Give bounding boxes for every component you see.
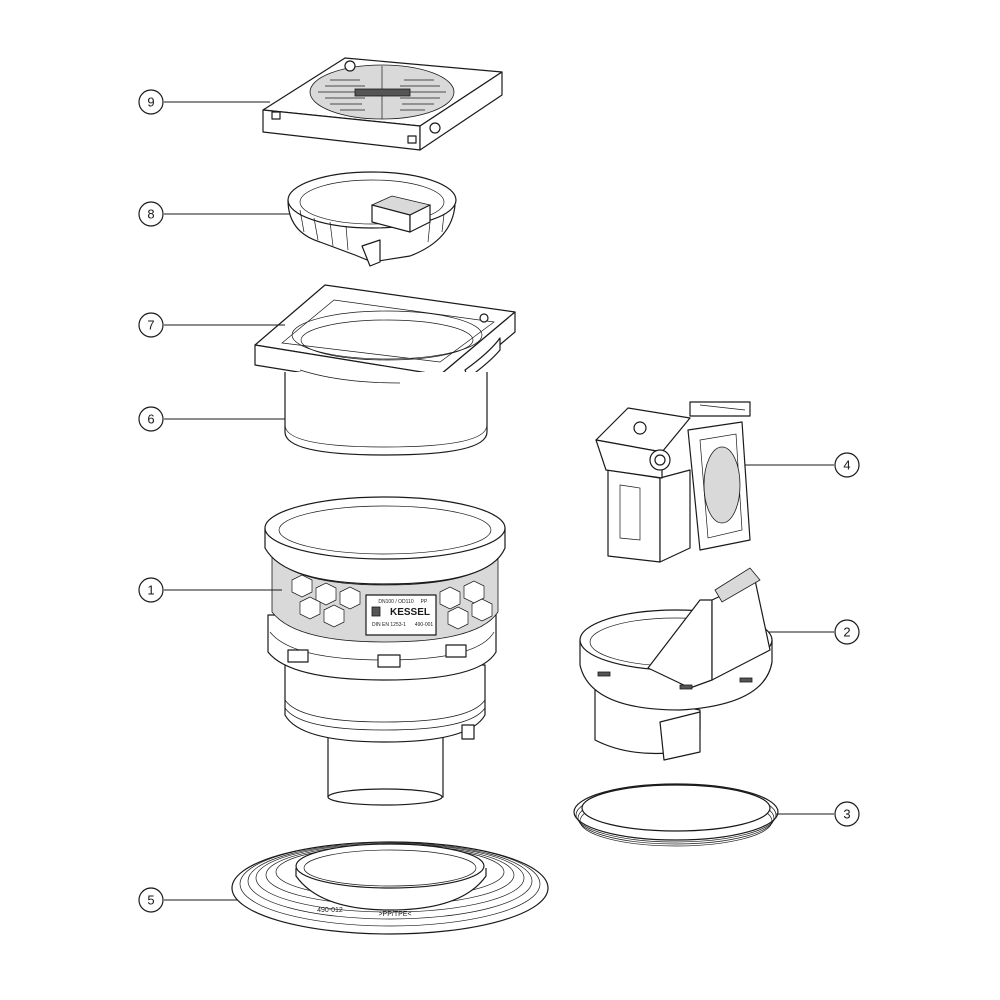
callout-9: 9	[138, 89, 164, 115]
callout-8-label: 8	[147, 207, 154, 222]
callout-4-label: 4	[843, 458, 850, 473]
body-code-marking: 490-001	[415, 622, 434, 628]
callout-7-label: 7	[147, 318, 154, 333]
part-3-sealing-ring	[573, 783, 779, 847]
callout-7: 7	[138, 312, 164, 338]
seal-material-marking: >PP/TPE<	[378, 911, 411, 918]
part-1-drain-body: DN100 / OD110 KESSEL PP DIN EN 1253-1 49…	[264, 496, 506, 806]
callout-6: 6	[138, 406, 164, 432]
part-8-trap-insert	[287, 171, 457, 267]
callout-2: 2	[834, 619, 860, 645]
seal-code-marking: 490-012	[317, 907, 343, 914]
callout-6-label: 6	[147, 412, 154, 427]
part-2-insert	[579, 567, 773, 761]
part-9-grating	[262, 57, 503, 151]
callout-8: 8	[138, 201, 164, 227]
leader-lines	[164, 101, 834, 901]
callout-3: 3	[834, 801, 860, 827]
callout-5: 5	[138, 887, 164, 913]
callout-1: 1	[138, 577, 164, 603]
brand-marking: KESSEL	[390, 607, 430, 618]
callout-5-label: 5	[147, 893, 154, 908]
part-4-backflow-unit	[595, 401, 751, 563]
callout-1-label: 1	[147, 583, 154, 598]
callout-4: 4	[834, 452, 860, 478]
material-marking: PP	[421, 599, 428, 605]
standard-marking: DIN EN 1253-1	[372, 622, 406, 628]
size-marking: DN100 / OD110	[378, 599, 413, 605]
callout-3-label: 3	[843, 807, 850, 822]
part-6-extension	[284, 369, 488, 456]
part-5-sealing-flange: 490-012 >PP/TPE<	[231, 841, 549, 935]
callout-2-label: 2	[843, 625, 850, 640]
callout-9-label: 9	[147, 95, 154, 110]
